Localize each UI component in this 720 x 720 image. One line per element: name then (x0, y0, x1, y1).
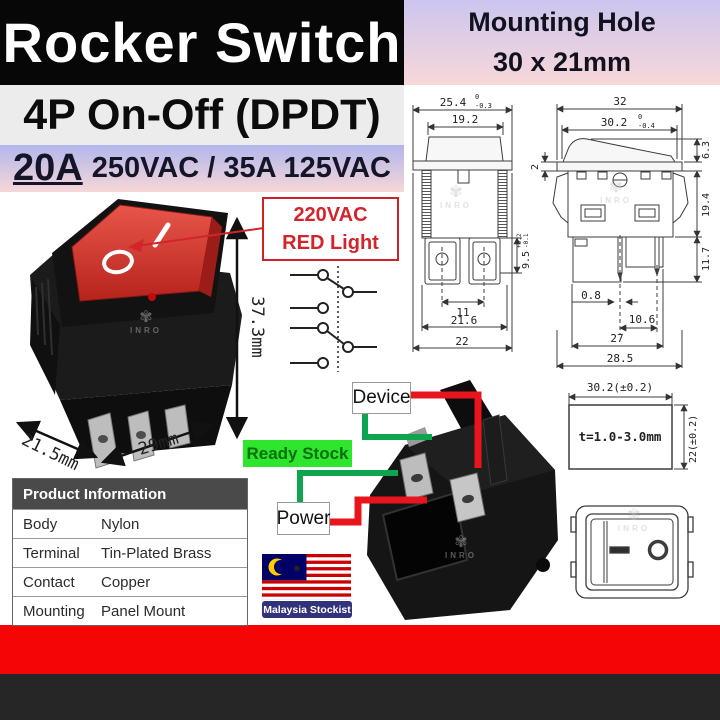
callout-line2: RED Light (282, 232, 379, 254)
current-rating: 20A (13, 147, 83, 189)
top-view-off-mark (647, 539, 669, 561)
top-view-drawing (570, 505, 694, 599)
red-light-callout: 220VAC RED Light (262, 197, 399, 261)
dim-height-37-3: 37.3mm (225, 216, 266, 440)
svg-text:0: 0 (638, 113, 642, 121)
wires (297, 391, 482, 526)
svg-text:0: 0 (475, 93, 479, 101)
front-view-drawing (412, 105, 522, 352)
svg-text:+0.2: +0.2 (516, 233, 523, 248)
row-label: Terminal (23, 544, 80, 562)
svg-text:19.2: 19.2 (452, 113, 479, 126)
black-switch-photo (367, 380, 558, 620)
power-green-wire (297, 470, 398, 502)
top-view-on-mark (609, 546, 630, 554)
page-title: Rocker Switch (0, 0, 404, 85)
svg-text:-0.3: -0.3 (475, 102, 492, 110)
rating-detail: 250VAC / 35A 125VAC (91, 152, 391, 184)
rocker-off-mark (102, 249, 134, 275)
device-label: Device (352, 382, 411, 414)
svg-text:11.7: 11.7 (701, 247, 712, 271)
row-value: Panel Mount (101, 602, 186, 620)
svg-text:30.2(±0.2): 30.2(±0.2) (587, 381, 653, 394)
svg-text:30.2: 30.2 (601, 116, 628, 129)
svg-text:0.8: 0.8 (581, 289, 601, 302)
row-value: Nylon (101, 515, 140, 533)
mounting-hole-banner: Mounting Hole 30 x 21mm (404, 0, 720, 85)
svg-text:2: 2 (530, 164, 541, 170)
callout-line1: 220VAC (293, 204, 368, 226)
product-info-header: Product Information (13, 479, 247, 509)
device-green-wire (362, 413, 432, 440)
footer-dark-bar (0, 674, 720, 720)
svg-text:-0.4: -0.4 (638, 122, 655, 130)
front-view-dims: 25.4 0 -0.3 19.2 9.5 +0.2 -0.1 11 21.6 2… (440, 93, 532, 348)
panel-cutout-dims: 30.2(±0.2) t=1.0-3.0mm 22(±0.2) (579, 381, 699, 463)
svg-text:25.4: 25.4 (440, 96, 467, 109)
svg-text:6.3: 6.3 (701, 141, 712, 159)
svg-text:28.5: 28.5 (607, 352, 634, 365)
panel-cutout-drawing (568, 393, 688, 470)
mounting-hole-line2: 30 x 21mm (492, 46, 632, 77)
dpdt-circuit-schematic (290, 266, 377, 372)
side-view-drawing (541, 104, 702, 370)
svg-text:19.4: 19.4 (701, 193, 712, 217)
wiring-diagram-photo (297, 380, 558, 620)
svg-text:t=1.0-3.0mm: t=1.0-3.0mm (579, 429, 662, 444)
row-label: Body (23, 515, 58, 533)
indicator-dot (148, 293, 156, 301)
svg-text:22: 22 (455, 335, 468, 348)
product-subtitle: 4P On-Off (DPDT) (0, 85, 404, 145)
device-red-wire (408, 391, 482, 468)
callout-arrow (128, 227, 265, 252)
malaysia-flag: ✹ (262, 554, 351, 600)
svg-text:32: 32 (613, 95, 626, 108)
svg-text:27: 27 (610, 332, 623, 345)
product-info-table: Product Information Body Nylon Terminal … (12, 478, 248, 626)
technical-drawings: 25.4 0 -0.3 19.2 9.5 +0.2 -0.1 11 21.6 2… (412, 93, 712, 599)
ready-stock-badge: Ready Stock (243, 440, 352, 467)
table-row: Body Nylon (13, 509, 247, 538)
footer-red-bar (0, 625, 720, 674)
mounting-hole-line1: Mounting Hole (468, 7, 656, 38)
power-red-wire (328, 496, 427, 526)
table-row: Mounting Panel Mount (13, 596, 247, 625)
table-row: Terminal Tin-Plated Brass (13, 538, 247, 567)
svg-text:21.6: 21.6 (451, 314, 478, 327)
row-value: Tin-Plated Brass (101, 544, 212, 562)
side-view-dims: 32 30.2 0 -0.4 2 6.3 19.4 11.7 0.8 10.6 … (530, 95, 712, 365)
row-label: Contact (23, 573, 75, 591)
svg-text:-0.1: -0.1 (523, 233, 530, 248)
svg-text:11: 11 (456, 306, 469, 319)
svg-text:22(±0.2): 22(±0.2) (688, 415, 699, 463)
star-icon: ✹ (293, 561, 301, 576)
row-label: Mounting (23, 602, 85, 620)
svg-text:37.3mm: 37.3mm (247, 296, 266, 357)
power-label: Power (277, 502, 330, 535)
red-rocker-switch-photo: 37.3mm 21.5mm 29mm (15, 199, 266, 471)
svg-text:9.5: 9.5 (521, 251, 532, 269)
rocker-on-mark (152, 222, 171, 248)
rating-banner: 20A 250VAC / 35A 125VAC (0, 145, 404, 192)
svg-text:10.6: 10.6 (629, 313, 656, 326)
table-row: Contact Copper (13, 567, 247, 596)
stockist-badge: Malaysia Stockist (262, 601, 352, 618)
switch-body (30, 199, 242, 469)
row-value: Copper (101, 573, 151, 591)
